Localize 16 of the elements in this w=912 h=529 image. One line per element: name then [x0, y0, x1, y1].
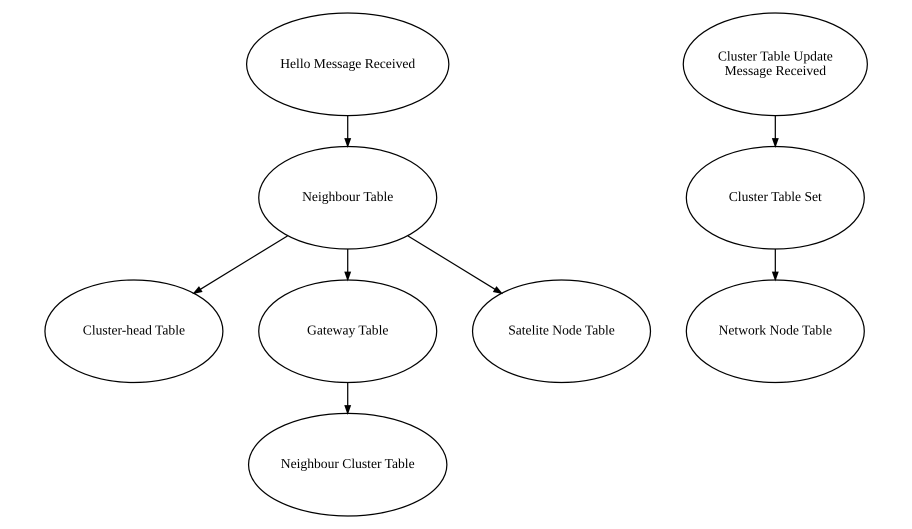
arrow [408, 235, 504, 294]
node-ellipse: Cluster-head Table [44, 279, 224, 384]
node-ellipse: Hello Message Received [246, 12, 450, 116]
arrow [344, 382, 352, 415]
node-ellipse: Neighbour Cluster Table [248, 412, 448, 517]
arrow [192, 235, 288, 294]
node-ellipse: Gateway Table [258, 279, 438, 384]
node-ellipse: Neighbour Table [258, 146, 438, 250]
arrow [772, 116, 779, 148]
arrow [344, 249, 352, 282]
node-ellipse: Cluster Table Set [686, 146, 865, 250]
arrow [344, 116, 352, 148]
node-ellipse: Cluster Table Update Message Received [682, 12, 868, 116]
node-ellipse: Satelite Node Table [472, 279, 652, 384]
node-ellipse: Network Node Table [686, 279, 865, 384]
arrow [772, 249, 779, 282]
